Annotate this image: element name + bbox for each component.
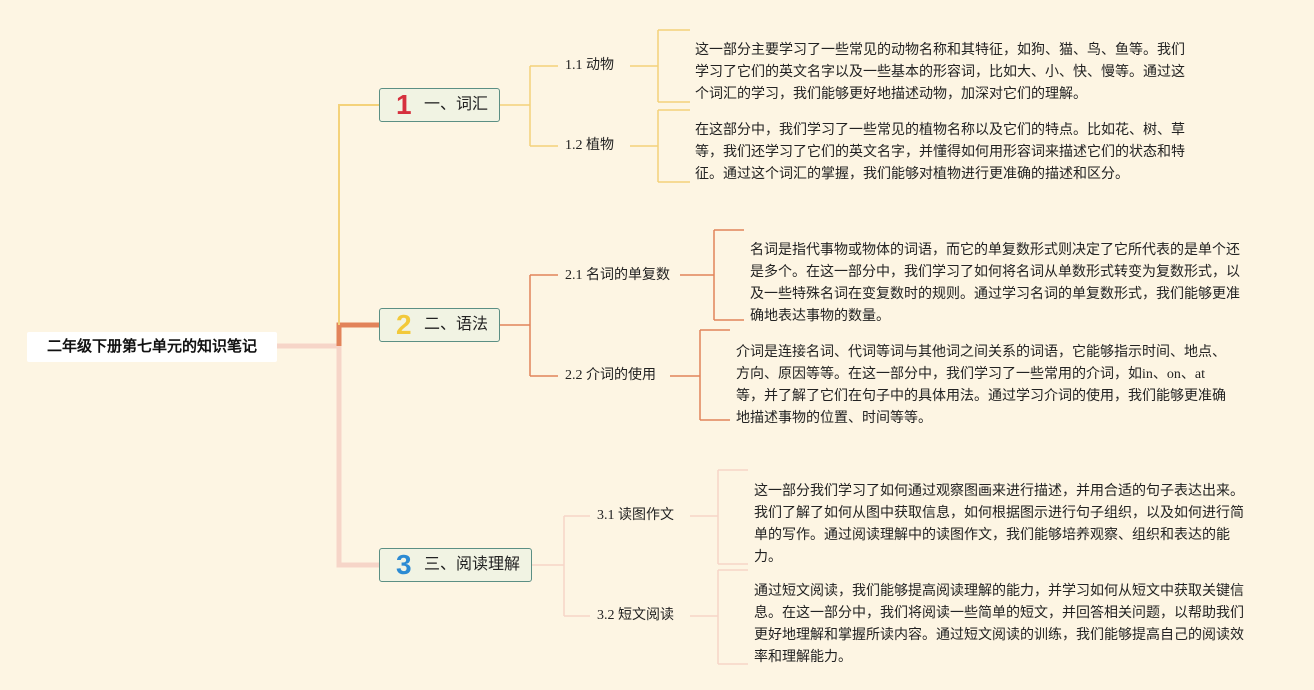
number-three-icon: 3 (396, 549, 412, 580)
connector-root-topic1 (338, 104, 380, 325)
connector-topic1-subs (500, 65, 558, 147)
connector-sub12-note (630, 109, 690, 183)
topic-vocabulary[interactable]: 1 一、词汇 (379, 88, 500, 122)
number-two-icon: 2 (396, 309, 412, 340)
topic-grammar[interactable]: 2 二、语法 (379, 308, 500, 342)
note-short-reading: 通过短文阅读，我们能够提高阅读理解的能力，并学习如何从短文中获取关键信息。在这一… (754, 584, 1244, 665)
note-picture-writing: 这一部分我们学习了如何通过观察图画来进行描述，并用合适的句子表达出来。我们了解了… (754, 484, 1244, 565)
subtopic-short-reading[interactable]: 3.2 短文阅读 (597, 608, 674, 623)
subtopic-picture-writing[interactable]: 3.1 读图作文 (597, 508, 674, 523)
topic-label: 三、阅读理解 (424, 556, 521, 573)
number-one-icon: 1 (396, 89, 412, 120)
topic-reading[interactable]: 3 三、阅读理解 (379, 548, 532, 582)
connector-root-topic3 (277, 343, 380, 568)
connector-topic3-subs (532, 515, 590, 617)
connector-root-topic2 (336, 322, 380, 346)
subtopic-plants[interactable]: 1.2 植物 (565, 138, 614, 153)
subtopic-prepositions[interactable]: 2.2 介词的使用 (565, 368, 656, 383)
connector-topic2-subs (500, 274, 558, 377)
root-node[interactable]: 二年级下册第七单元的知识笔记 (27, 332, 277, 362)
topic-label: 二、语法 (424, 316, 489, 333)
connector-sub22-note (670, 329, 730, 421)
connector-sub21-note (680, 229, 744, 321)
note-prepositions: 介词是连接名词、代词等词与其他词之间关系的词语，它能够指示时间、地点、方向、原因… (736, 345, 1226, 426)
connector-sub32-note (690, 569, 748, 665)
connector-sub31-note (690, 469, 748, 565)
note-noun-plurals: 名词是指代事物或物体的词语，而它的单复数形式则决定了它所代表的是单个还是多个。在… (750, 243, 1240, 324)
note-animals: 这一部分主要学习了一些常见的动物名称和其特征，如狗、猫、鸟、鱼等。我们学习了它们… (695, 43, 1185, 102)
topic-label: 一、词汇 (424, 96, 489, 113)
connector-sub11-note (630, 29, 690, 103)
note-plants: 在这部分中，我们学习了一些常见的植物名称以及它们的特点。比如花、树、草等，我们还… (695, 123, 1185, 182)
subtopic-animals[interactable]: 1.1 动物 (565, 58, 614, 73)
subtopic-noun-plurals[interactable]: 2.1 名词的单复数 (565, 268, 670, 283)
